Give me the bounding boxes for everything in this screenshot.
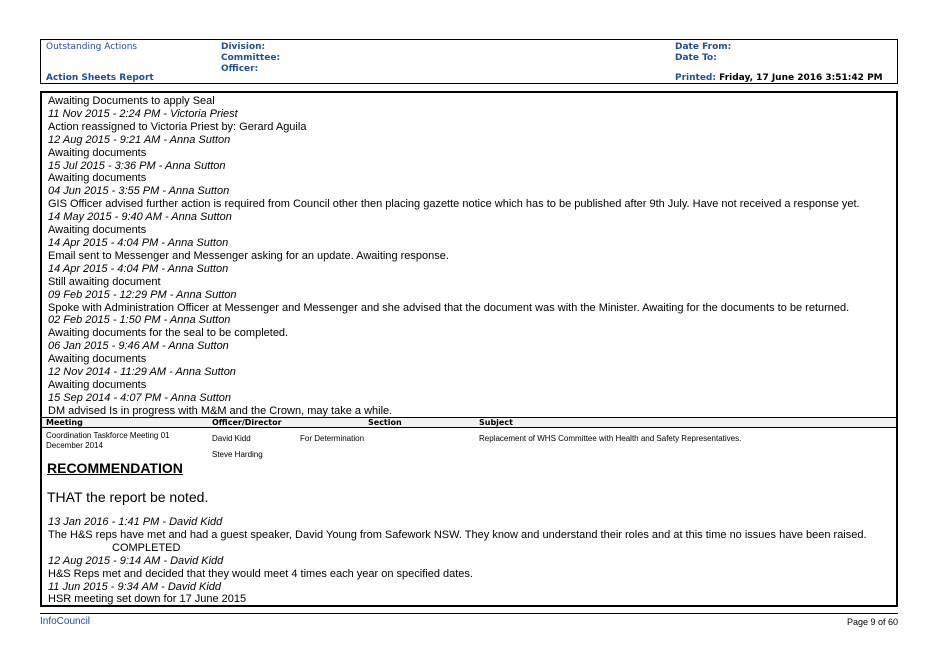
log-entry-text: The H&S reps have met and had a guest sp… — [48, 528, 867, 541]
col-meeting: Meeting — [46, 418, 83, 427]
log-entry-text: Awaiting documents — [48, 378, 147, 391]
log-entry-date: 15 Sep 2014 - 4:07 PM - Anna Sutton — [48, 391, 232, 404]
log-entry-text: HSR meeting set down for 17 June 2015 — [48, 593, 247, 606]
col-subject: Subject — [479, 418, 513, 427]
log-entry-text: DM advised Is in progress with M&M and t… — [48, 404, 393, 417]
page-number: Page 9 of 60 — [846, 617, 898, 627]
director-name: Steve Harding — [212, 450, 263, 459]
division-label: Division: — [221, 42, 266, 52]
log-entry-date: 12 Aug 2015 - 9:14 AM - David Kidd — [48, 554, 224, 567]
log-entry-date: 15 Jul 2015 - 3:36 PM - Anna Sutton — [48, 159, 226, 172]
log-entry-text: Awaiting documents — [48, 353, 147, 366]
date-to-label: Date To: — [675, 53, 717, 63]
log-entry-text: COMPLETED — [112, 541, 181, 554]
log-entry-date: 11 Jun 2015 - 9:34 AM - David Kidd — [48, 580, 222, 593]
log-entry-date: 04 Jun 2015 - 3:55 PM - Anna Sutton — [48, 185, 230, 198]
log-entry-date: 14 May 2015 - 9:40 AM - Anna Sutton — [48, 211, 232, 224]
log-entry-text: H&S Reps met and decided that they would… — [48, 567, 473, 580]
log-entry-date: 02 Feb 2015 - 1:50 PM - Anna Sutton — [48, 314, 231, 327]
log-entry-text: Awaiting documents for the seal to be co… — [48, 327, 289, 340]
section-value: For Determination — [300, 434, 365, 443]
recommendation-title: RECOMMENDATION — [47, 460, 183, 476]
outstanding-actions-label: Outstanding Actions — [46, 42, 138, 52]
log-entry-date: 14 Apr 2015 - 4:04 PM - Anna Sutton — [48, 236, 229, 249]
footer-divider — [40, 613, 898, 614]
date-from-label: Date From: — [675, 42, 732, 52]
printed-value: Friday, 17 June 2016 3:51:42 PM — [719, 73, 883, 83]
log-entry-date: 11 Nov 2015 - 2:24 PM - Victoria Priest — [48, 107, 238, 120]
log-entry-text: Still awaiting document — [48, 275, 161, 288]
report-header: Outstanding Actions Action Sheets Report… — [40, 39, 898, 84]
report-title: Action Sheets Report — [46, 73, 154, 83]
log-entry-text: Awaiting Documents to apply Seal — [48, 95, 215, 107]
officer-name: David Kidd — [212, 434, 251, 443]
col-officer-director: Officer/Director — [212, 418, 282, 427]
log-entry-date: 12 Nov 2014 - 11:29 AM - Anna Sutton — [48, 366, 236, 379]
subject-value: Replacement of WHS Committee with Health… — [479, 434, 742, 443]
committee-label: Committee: — [221, 53, 281, 63]
log-entry-text: Awaiting documents — [48, 146, 147, 159]
col-section: Section — [368, 418, 402, 427]
log-entry-date: 06 Jan 2015 - 9:46 AM - Anna Sutton — [48, 340, 229, 353]
recommendation-text: THAT the report be noted. — [47, 489, 209, 505]
log-entry-text: Spoke with Administration Officer at Mes… — [48, 301, 850, 314]
printed-label: Printed: — [675, 73, 716, 83]
footer-brand: InfoCouncil — [40, 616, 91, 627]
log-entry-text: Awaiting documents — [48, 172, 147, 185]
meeting-table-header: Meeting Officer/Director Section Subject — [42, 417, 896, 428]
log-entry-text: GIS Officer advised further action is re… — [48, 198, 860, 211]
officer-label: Officer: — [221, 64, 259, 74]
log-entry-text: Email sent to Messenger and Messenger as… — [48, 249, 449, 262]
log-entry-date: 09 Feb 2015 - 12:29 PM - Anna Sutton — [48, 288, 237, 301]
printed-line: Printed: Friday, 17 June 2016 3:51:42 PM — [675, 73, 883, 84]
log-entry-date: 14 Apr 2015 - 4:04 PM - Anna Sutton — [48, 262, 229, 275]
log-entry-date: 13 Jan 2016 - 1:41 PM - David Kidd — [48, 516, 223, 528]
log-entry-text: Awaiting documents — [48, 224, 147, 237]
meeting-name: Coordination Taskforce Meeting 01 Decemb… — [46, 431, 170, 450]
log-entry-date: 12 Aug 2015 - 9:21 AM - Anna Sutton — [48, 133, 231, 146]
log-entry-text: Action reassigned to Victoria Priest by:… — [48, 120, 307, 133]
